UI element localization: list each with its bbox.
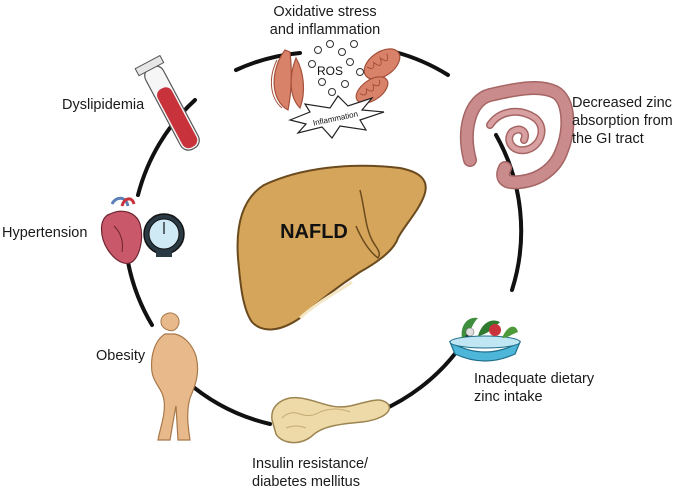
liver-icon — [236, 164, 427, 331]
dyslipidemia-line-1: Dyslipidemia — [62, 97, 145, 113]
zinc-absorption-line-1: Decreased zinc — [572, 95, 672, 111]
ros-label: ROS — [317, 64, 343, 78]
insulin-resistance-label: Insulin resistance/ diabetes mellitus — [252, 455, 402, 491]
oxidative-stress-line-1: Oxidative stress — [273, 4, 377, 20]
zinc-absorption-line-3: the GI tract — [572, 131, 644, 147]
oxidative-stress-label: Oxidative stress and inflammation — [250, 3, 400, 39]
heart-gauge-icon — [100, 196, 185, 265]
food-plate-icon — [448, 317, 522, 362]
intestine-icon — [460, 81, 575, 190]
dietary-zinc-label: Inadequate dietary zinc intake — [474, 370, 624, 406]
dyslipidemia-label: Dyslipidemia — [62, 96, 162, 114]
zinc-absorption-line-2: absorption from — [572, 113, 673, 129]
pancreas-icon — [271, 396, 391, 444]
obesity-line-1: Obesity — [96, 348, 146, 364]
dietary-zinc-line-1: Inadequate dietary — [474, 371, 595, 387]
dietary-zinc-line-2: zinc intake — [474, 389, 543, 405]
body-silhouette-icon — [150, 312, 199, 441]
obesity-label: Obesity — [96, 347, 166, 365]
blood-tube-icon — [134, 54, 200, 151]
insulin-resistance-line-1: Insulin resistance/ — [252, 456, 369, 472]
oxidative-stress-line-2: and inflammation — [269, 22, 381, 38]
hypertension-line-1: Hypertension — [2, 225, 88, 241]
center-label: NAFLD — [280, 221, 348, 243]
zinc-absorption-label: Decreased zinc absorption from the GI tr… — [572, 94, 688, 148]
mitochondria-ros-icon: ROS Inflammation — [270, 40, 401, 139]
insulin-resistance-line-2: diabetes mellitus — [252, 474, 360, 490]
hypertension-label: Hypertension — [2, 224, 102, 242]
